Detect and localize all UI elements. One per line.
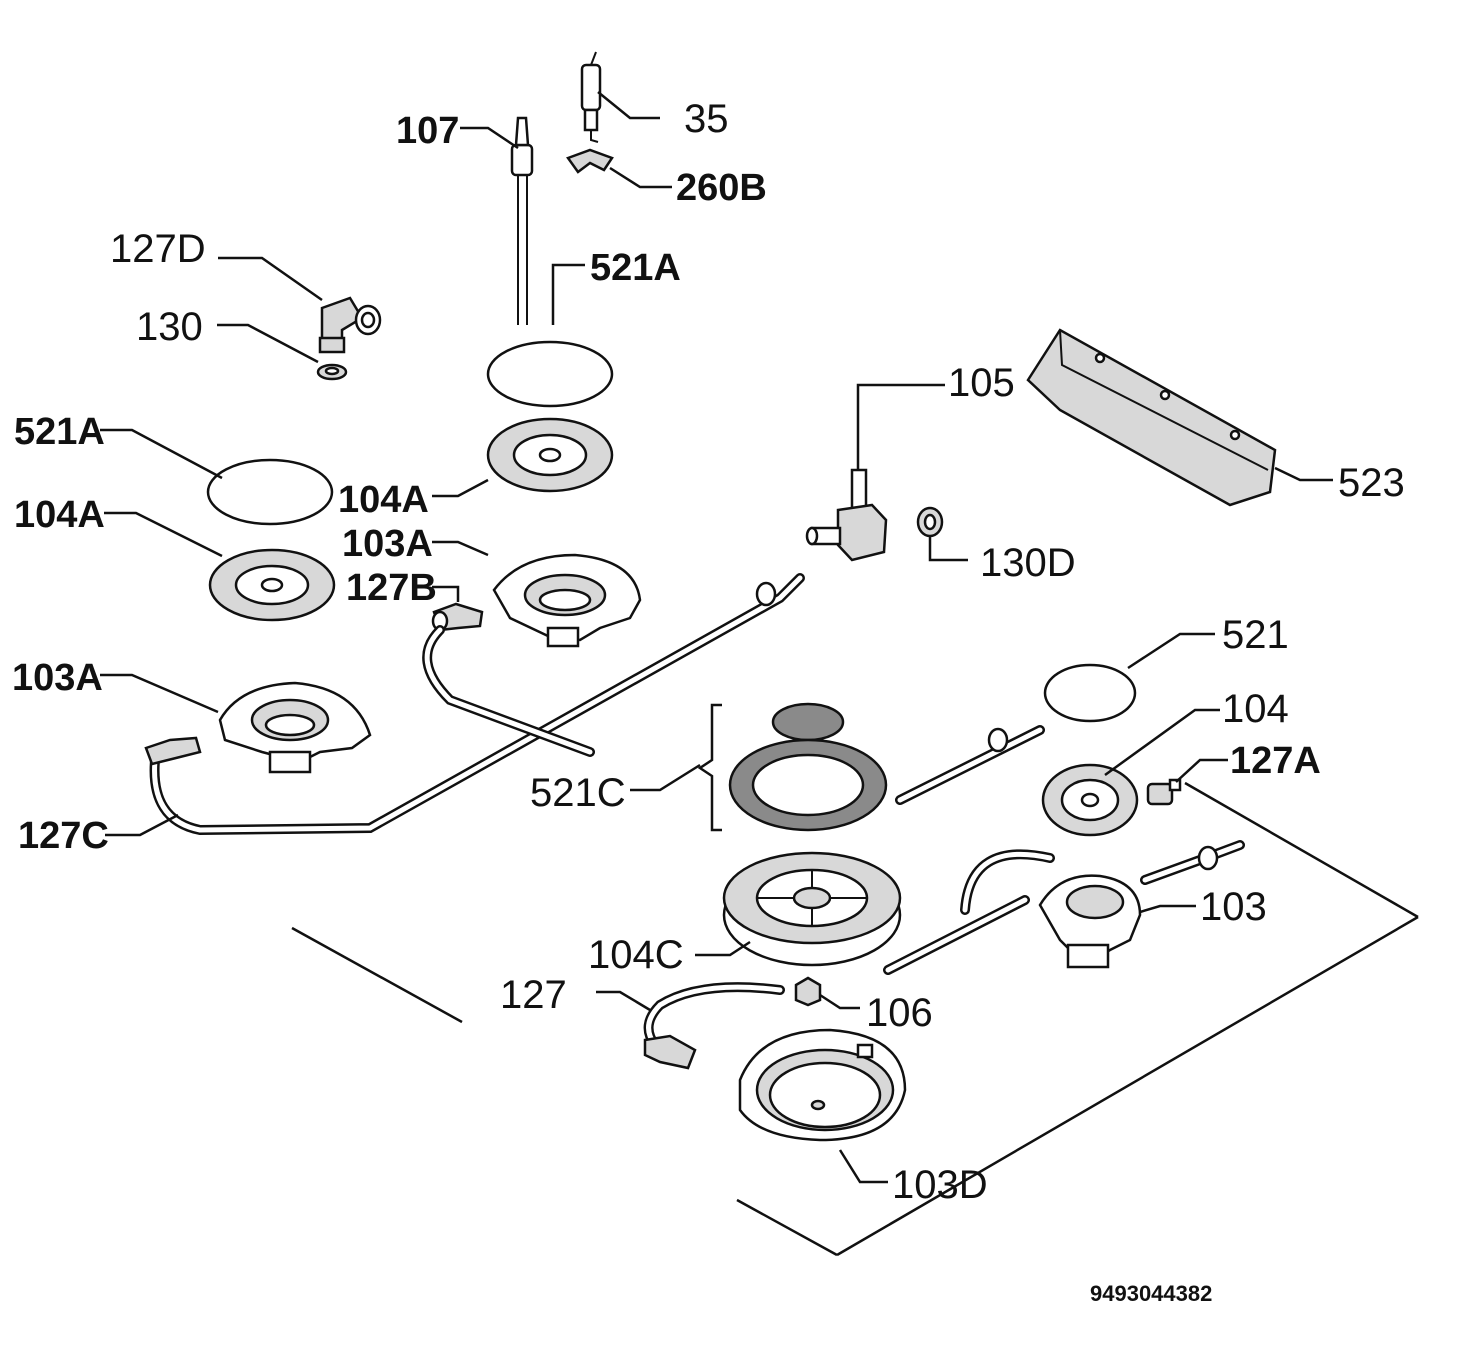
part-103a-base-center (492, 553, 642, 648)
part-104-crown (1041, 763, 1139, 837)
label-521: 521 (1222, 613, 1289, 657)
label-103d: 103D (892, 1163, 988, 1207)
part-127b-connector (431, 602, 484, 632)
part-labels: 35 107 260B 127D 521A 130 521A 104A 104A… (12, 97, 1405, 1306)
label-523: 523 (1338, 461, 1405, 505)
label-260b: 260B (676, 167, 767, 209)
part-107-thermocouple (510, 116, 534, 325)
label-104: 104 (1222, 687, 1289, 731)
label-104c: 104C (588, 933, 684, 977)
part-260b-clip (566, 148, 614, 174)
label-104a-left: 104A (14, 494, 105, 536)
part-106-injector (794, 976, 822, 1007)
document-number: 9493044382 (1090, 1281, 1212, 1306)
label-521c: 521C (530, 771, 626, 815)
part-103d-base (738, 1028, 907, 1142)
leader-lines (100, 91, 1333, 1184)
part-127c-pipe (144, 573, 805, 836)
label-521a-top: 521A (590, 247, 681, 289)
part-127a-connector (1146, 778, 1182, 806)
label-521a-left: 521A (14, 411, 105, 453)
label-127a: 127A (1230, 740, 1321, 782)
part-521a-cap-left (206, 458, 334, 526)
label-103a-mid: 103A (342, 523, 433, 565)
label-130: 130 (136, 305, 203, 349)
label-107: 107 (396, 110, 459, 152)
part-521a-cap-center (486, 340, 614, 408)
part-103-base (1038, 874, 1142, 969)
part-35-electrode (580, 51, 602, 143)
label-103a-left: 103A (12, 657, 103, 699)
label-106: 106 (866, 991, 933, 1035)
part-103a-base-left (218, 681, 372, 774)
label-35: 35 (684, 97, 729, 141)
part-104a-crown-center (486, 417, 614, 493)
label-130d: 130D (980, 541, 1076, 585)
part-104a-crown-left (208, 548, 336, 622)
label-105: 105 (948, 361, 1015, 405)
part-521-cap (1043, 663, 1137, 723)
part-523-bracket (1026, 328, 1277, 507)
part-127b-pipe (422, 625, 595, 757)
label-127: 127 (500, 973, 567, 1017)
pipe-right-upper (883, 725, 1245, 975)
part-130-washer (316, 363, 348, 381)
part-127-pipe (643, 982, 785, 1070)
hob-outline (291, 781, 1419, 1257)
part-127d-elbow (318, 296, 382, 354)
part-104c-crown (722, 851, 902, 967)
label-104a-mid: 104A (338, 479, 429, 521)
part-521c-gaskets (697, 702, 888, 832)
label-127b: 127B (346, 567, 437, 609)
part-130d-washer (916, 506, 944, 538)
part-105-valve (805, 468, 888, 562)
label-127c: 127C (18, 815, 109, 857)
label-103: 103 (1200, 885, 1267, 929)
label-127d: 127D (110, 227, 206, 271)
